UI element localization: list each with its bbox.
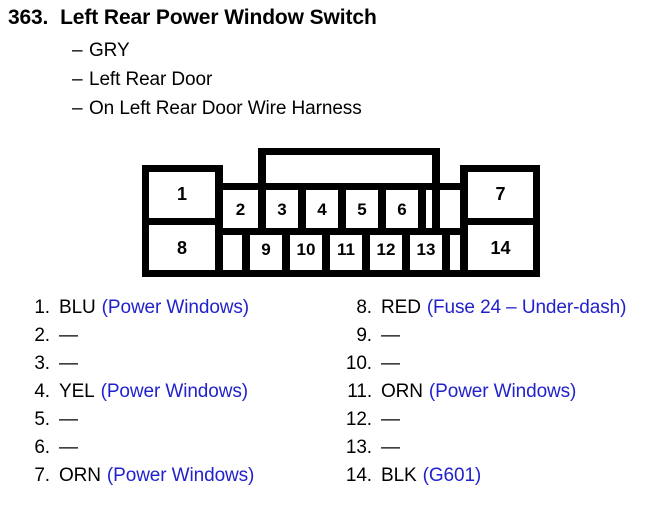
en-dash-icon: – xyxy=(72,98,83,119)
pin-cell-3: 3 xyxy=(277,200,287,219)
column-separator-left xyxy=(215,165,223,277)
pin-list-item: 14. BLK(G601) xyxy=(338,465,650,493)
lower-cell-separator xyxy=(362,228,370,277)
connector-top-edge-left xyxy=(142,165,222,172)
connector-attribute-location: –Left Rear Door xyxy=(72,69,212,91)
pin-number: 8. xyxy=(356,297,372,318)
pin-wire-color: RED xyxy=(381,297,421,318)
pin-number: 11. xyxy=(347,381,372,402)
pin-cell-4: 4 xyxy=(317,200,327,219)
lower-cell-separator xyxy=(402,228,410,277)
pin-cell-8: 8 xyxy=(176,238,187,258)
pin-wire-color: — xyxy=(381,325,400,346)
pin-list-item: 2. — xyxy=(16,325,326,353)
pin-list-item: 10. — xyxy=(338,353,650,381)
pin-list-item: 12. — xyxy=(338,409,650,437)
pin-list-item: 13. — xyxy=(338,437,650,465)
pin-cell-7: 7 xyxy=(495,184,506,204)
pin-wire-color: — xyxy=(59,437,78,458)
column-separator-right xyxy=(460,165,468,277)
pin-list-item: 4. YEL(Power Windows) xyxy=(16,381,326,409)
pin-number: 10. xyxy=(345,353,372,374)
pin-number: 12. xyxy=(345,409,372,430)
lower-cell-separator xyxy=(322,228,330,277)
pin-cell-9: 9 xyxy=(261,240,271,259)
pin-list-item: 11. ORN(Power Windows) xyxy=(338,381,650,409)
pin-cell-6: 6 xyxy=(397,200,407,219)
connector-attribute-text: On Left Rear Door Wire Harness xyxy=(89,98,362,119)
connector-pinout-diagram: 1 2 3 4 5 6 7 8 9 10 11 12 13 14 xyxy=(142,145,540,277)
upper-cell-separator xyxy=(298,183,306,235)
row-divider-left xyxy=(142,218,222,225)
connector-outline-bottom xyxy=(142,270,540,277)
locking-tab-bar xyxy=(258,148,440,155)
locking-tab-post-left xyxy=(258,148,266,210)
pin-list-left-column: 1.BLU(Power Windows) 2.— 3.— 4.YEL(Power… xyxy=(16,297,326,493)
pin-list-item: 8. RED(Fuse 24 – Under-dash) xyxy=(338,297,650,325)
upper-cell-separator xyxy=(378,183,386,235)
pin-cell-10: 10 xyxy=(296,240,316,259)
pin-number: 5. xyxy=(34,409,50,430)
pin-circuit-description: (G601) xyxy=(422,465,482,486)
pin-circuit-description: (Power Windows) xyxy=(106,465,255,486)
pin-list-item: 9. — xyxy=(338,325,650,353)
lower-cell-separator xyxy=(282,228,290,277)
pin-list-item: 6. — xyxy=(16,437,326,465)
pin-list-right-column: 8. RED(Fuse 24 – Under-dash) 9. — 10. — 11.… xyxy=(338,297,650,493)
pin-number: 1. xyxy=(34,297,50,318)
pin-wire-color: — xyxy=(381,437,400,458)
pin-number: 14. xyxy=(345,465,372,486)
pin-cell-12: 12 xyxy=(376,240,396,259)
pin-number: 7. xyxy=(34,465,50,486)
lower-cell-separator xyxy=(242,228,250,277)
pin-wire-color: — xyxy=(381,409,400,430)
pin-circuit-description: (Power Windows) xyxy=(101,297,250,318)
pin-wire-color: — xyxy=(59,325,78,346)
pin-wire-color: BLU xyxy=(59,297,96,318)
pin-number: 3. xyxy=(34,353,50,374)
upper-cell-separator xyxy=(432,183,440,235)
pin-number: 6. xyxy=(34,437,50,458)
page-title: 363. Left Rear Power Window Switch xyxy=(8,6,377,30)
pin-circuit-description: (Fuse 24 – Under-dash) xyxy=(426,297,627,318)
pin-list-item: 1. BLU(Power Windows) xyxy=(16,297,326,325)
pin-wire-color: BLK xyxy=(381,465,417,486)
pin-list-item: 7. ORN(Power Windows) xyxy=(16,465,326,493)
connector-title: Left Rear Power Window Switch xyxy=(60,6,377,29)
pin-cell-13: 13 xyxy=(416,240,436,259)
pin-number: 4. xyxy=(34,381,50,402)
connector-attribute-text: Left Rear Door xyxy=(89,69,213,90)
pin-wire-color: ORN xyxy=(59,465,101,486)
connector-top-edge-right xyxy=(460,165,540,172)
lower-cell-separator xyxy=(442,228,450,277)
pin-cell-1: 1 xyxy=(176,184,187,204)
pin-cell-14: 14 xyxy=(490,238,511,258)
upper-cell-separator xyxy=(338,183,346,235)
connector-attribute-harness: –On Left Rear Door Wire Harness xyxy=(72,98,362,120)
pin-cell-2: 2 xyxy=(235,200,246,219)
pin-circuit-description: (Power Windows) xyxy=(100,381,248,402)
pin-wire-color: — xyxy=(59,353,78,374)
pin-number: 9. xyxy=(356,325,372,346)
pin-cell-11: 11 xyxy=(337,240,355,259)
pin-list-item: 3. — xyxy=(16,353,326,381)
connector-number: 363. xyxy=(8,6,49,29)
en-dash-icon: – xyxy=(72,40,83,61)
pin-number: 13. xyxy=(345,437,372,458)
pin-circuit-description: (Power Windows) xyxy=(428,381,577,402)
pin-cell-5: 5 xyxy=(357,200,367,219)
upper-cell-separator xyxy=(418,183,426,235)
upper-cell-separator xyxy=(258,183,266,235)
connector-attribute-color: –GRY xyxy=(72,40,130,62)
row-divider-right xyxy=(460,218,540,225)
pin-list-item: 5. — xyxy=(16,409,326,437)
pin-wire-color: ORN xyxy=(381,381,423,402)
pin-wire-color: — xyxy=(59,409,78,430)
en-dash-icon: – xyxy=(72,69,83,90)
locking-tab-post-right xyxy=(432,148,440,210)
connector-attribute-text: GRY xyxy=(89,40,130,61)
pin-wire-color: YEL xyxy=(59,381,95,402)
pin-wire-color: — xyxy=(381,353,400,374)
pin-number: 2. xyxy=(34,325,50,346)
